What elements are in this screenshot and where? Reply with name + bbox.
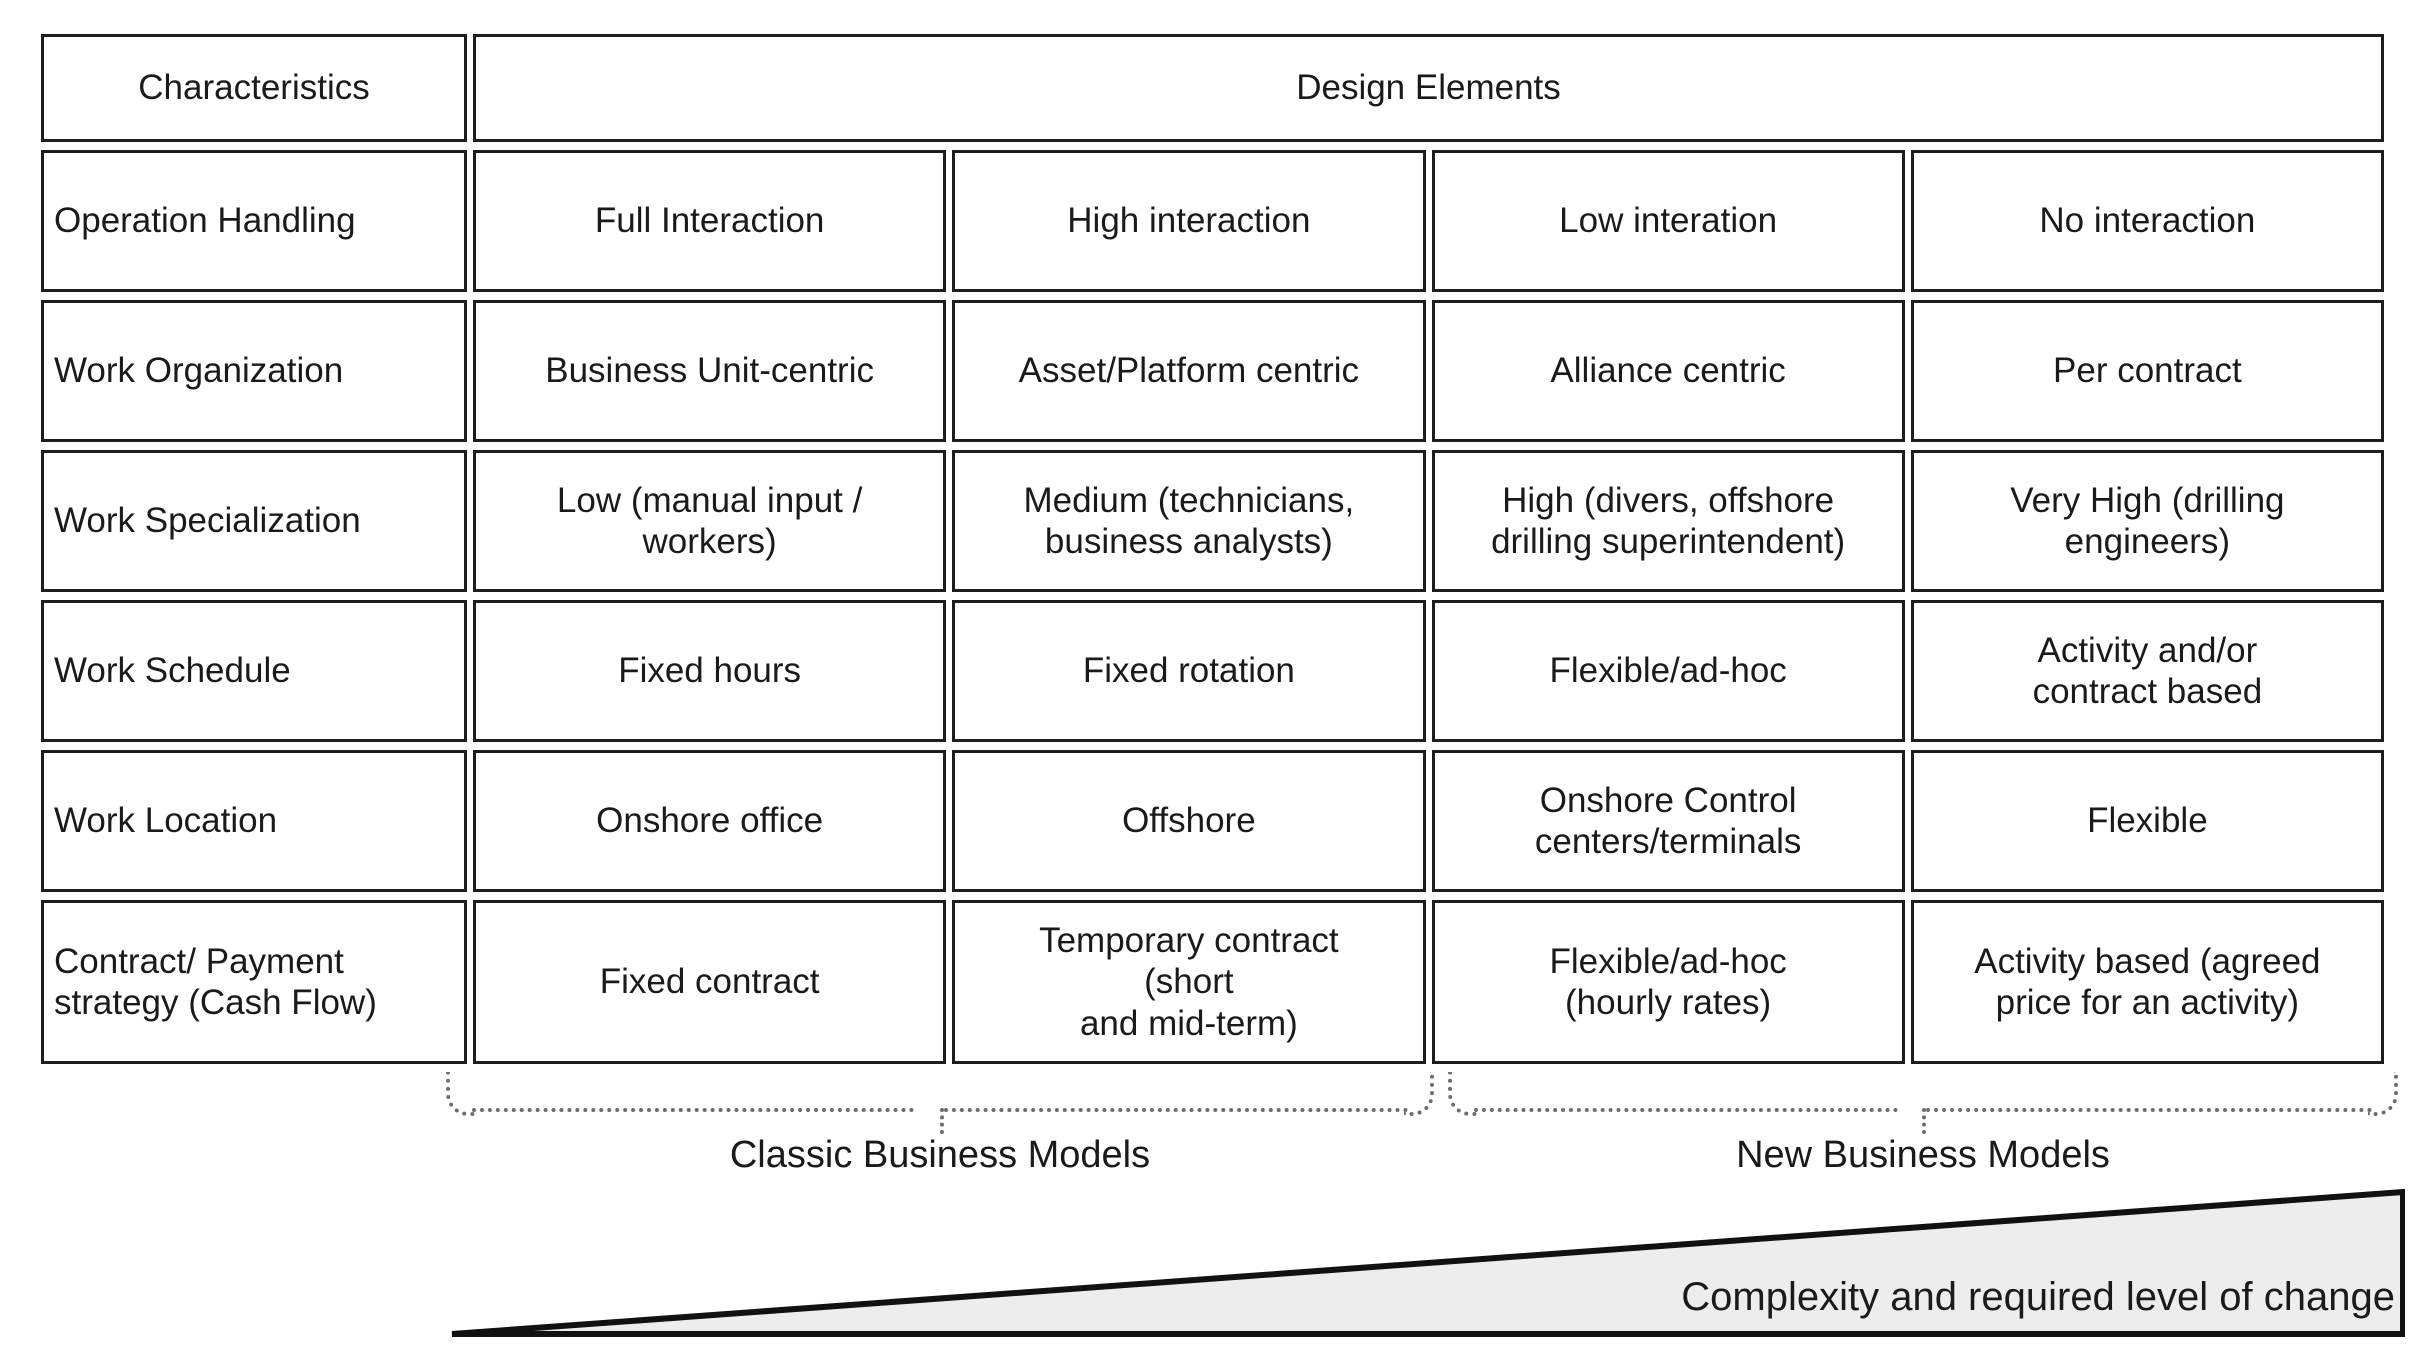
cell-work-location-col4: Flexible	[1910, 750, 2384, 892]
cell-work-schedule-col3: Flexible/ad-hoc	[1431, 600, 1905, 742]
wedge-triangle-icon	[451, 1188, 2405, 1337]
brace-left-end	[1448, 1072, 1478, 1116]
brace-right-segment	[944, 1108, 1408, 1112]
table-row: Work Organization Business Unit-centric …	[41, 300, 2384, 442]
cell-work-specialization-col2: Medium (technicians,business analysts)	[952, 450, 1426, 592]
cell-work-location-col1: Onshore office	[473, 750, 947, 892]
table-row: Work Location Onshore office Offshore On…	[41, 750, 2384, 892]
cell-contract-payment-col3: Flexible/ad-hoc(hourly rates)	[1431, 900, 1905, 1064]
matrix-header-row: Characteristics Design Elements	[41, 34, 2384, 142]
row-label-operation-handling: Operation Handling	[41, 150, 467, 292]
row-label-work-schedule: Work Schedule	[41, 600, 467, 742]
curly-brace-icon	[446, 1072, 1434, 1134]
cell-contract-payment-col1: Fixed contract	[473, 900, 947, 1064]
cell-work-organization-col3: Alliance centric	[1431, 300, 1905, 442]
table-row: Work Specialization Low (manual input /w…	[41, 450, 2384, 592]
complexity-label: Complexity and required level of change	[1681, 1275, 2395, 1319]
brace-right-end	[1404, 1072, 1434, 1116]
matrix-body: Characteristics Design Elements Operatio…	[41, 34, 2384, 1064]
table-row: Operation Handling Full Interaction High…	[41, 150, 2384, 292]
design-elements-matrix: Characteristics Design Elements Operatio…	[35, 26, 2390, 1072]
brace-left-end	[446, 1072, 476, 1116]
brace-left-segment	[472, 1108, 914, 1112]
cell-operation-handling-col1: Full Interaction	[473, 150, 947, 292]
row-label-work-specialization: Work Specialization	[41, 450, 467, 592]
cell-work-organization-col2: Asset/Platform centric	[952, 300, 1426, 442]
table-row: Work Schedule Fixed hours Fixed rotation…	[41, 600, 2384, 742]
header-design-elements: Design Elements	[473, 34, 2384, 142]
cell-work-schedule-col2: Fixed rotation	[952, 600, 1426, 742]
cell-work-location-col2: Offshore	[952, 750, 1426, 892]
brace-right-end	[2368, 1072, 2398, 1116]
complexity-wedge: Complexity and required level of change	[450, 1188, 2405, 1338]
cell-operation-handling-col3: Low interation	[1431, 150, 1905, 292]
brace-center-stem	[940, 1108, 944, 1134]
header-characteristics: Characteristics	[41, 34, 467, 142]
curly-brace-icon	[1448, 1072, 2398, 1134]
row-label-work-location: Work Location	[41, 750, 467, 892]
brace-left-segment	[1474, 1108, 1898, 1112]
new-business-models-label: New Business Models	[1736, 1134, 2110, 1176]
cell-work-specialization-col1: Low (manual input /workers)	[473, 450, 947, 592]
brace-center-stem	[1922, 1108, 1926, 1134]
brace-right-segment	[1926, 1108, 2372, 1112]
cell-operation-handling-col4: No interaction	[1910, 150, 2384, 292]
classic-business-models-group: Classic Business Models	[446, 1072, 1434, 1176]
row-label-work-organization: Work Organization	[41, 300, 467, 442]
cell-work-schedule-col1: Fixed hours	[473, 600, 947, 742]
cell-work-organization-col4: Per contract	[1910, 300, 2384, 442]
cell-work-organization-col1: Business Unit-centric	[473, 300, 947, 442]
cell-operation-handling-col2: High interaction	[952, 150, 1426, 292]
classic-business-models-label: Classic Business Models	[729, 1134, 1151, 1176]
new-business-models-group: New Business Models	[1448, 1072, 2398, 1176]
